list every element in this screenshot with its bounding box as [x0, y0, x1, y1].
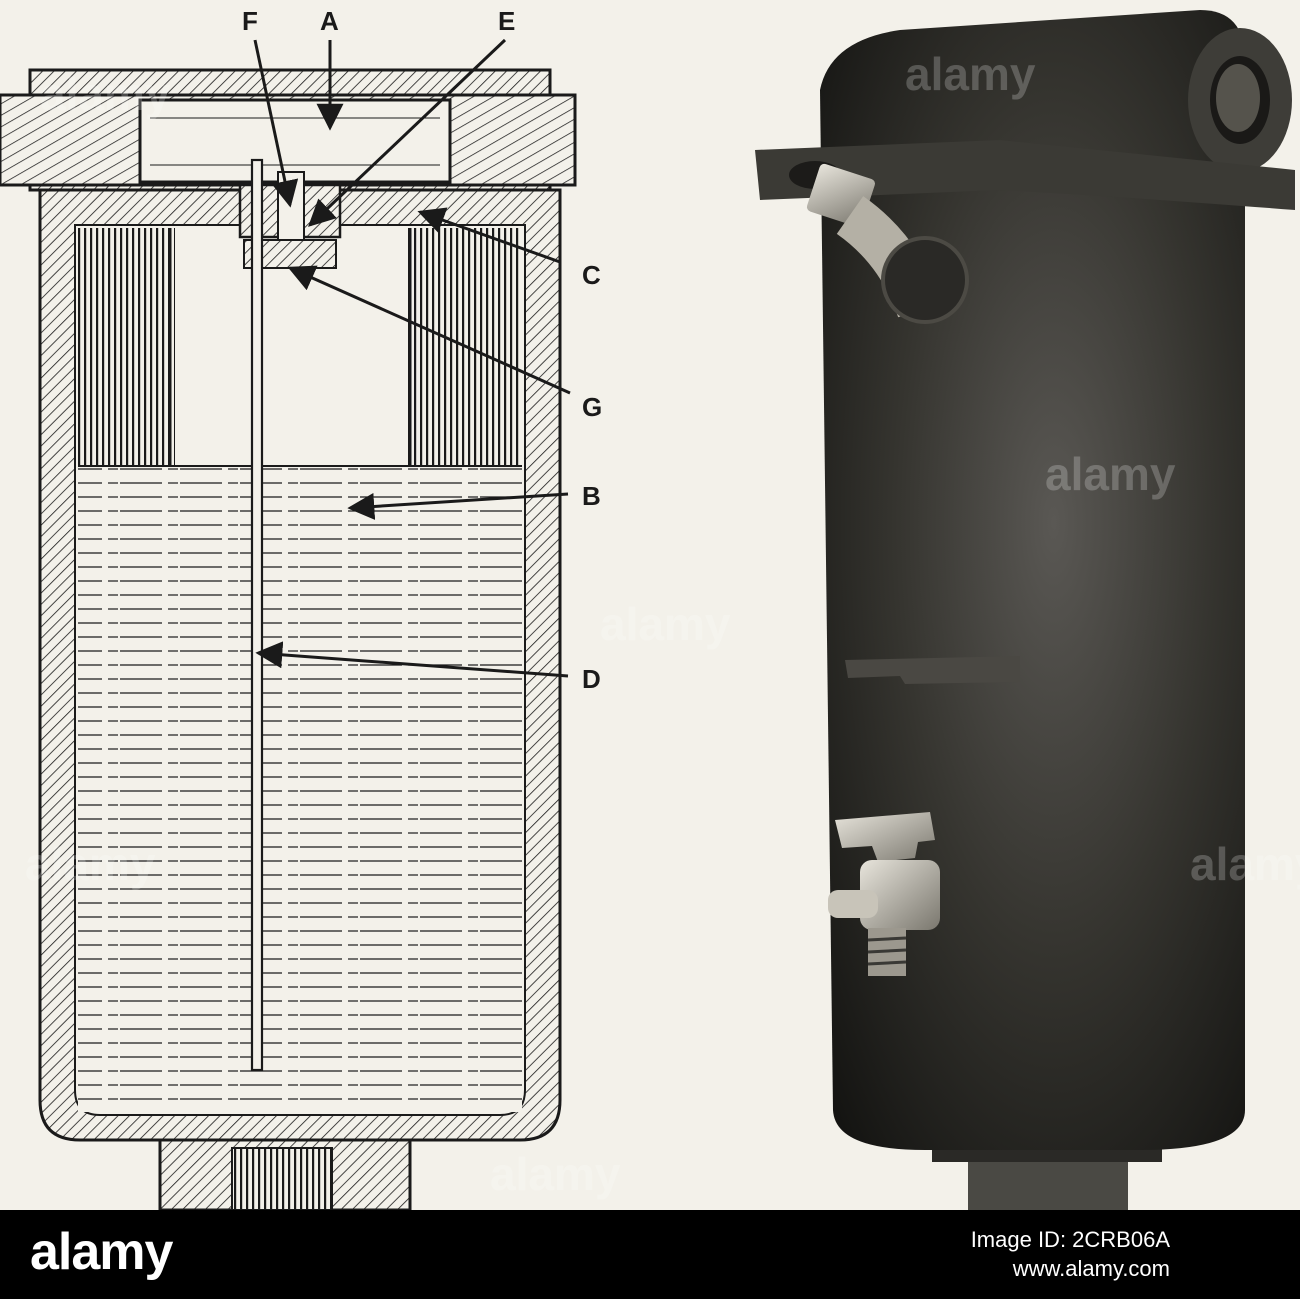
- label-arrows: [253, 38, 571, 678]
- label-a: A: [320, 6, 339, 36]
- stock-footer: alamy Image ID: 2CRB06A www.alamy.com: [0, 1210, 1300, 1299]
- cutaway-diagram: [0, 68, 577, 1210]
- svg-text:alamy: alamy: [600, 598, 731, 650]
- watermark: alamy alamy alamy alamy alamy alamy alam…: [25, 48, 1300, 1200]
- liquid: [78, 466, 522, 1112]
- site-url: www.alamy.com: [1012, 1256, 1170, 1281]
- svg-text:alamy: alamy: [1190, 838, 1300, 890]
- label-g: G: [582, 392, 602, 422]
- pipe-bore: [138, 98, 452, 184]
- product-photo: [755, 10, 1295, 1210]
- svg-text:alamy: alamy: [40, 68, 171, 120]
- rod: [250, 158, 264, 1072]
- diagram-labels: F A E C G B D: [242, 6, 602, 694]
- svg-text:alamy: alamy: [490, 1148, 621, 1200]
- illustration: F A E C G B D: [0, 6, 1300, 1210]
- image-id: Image ID: 2CRB06A: [970, 1227, 1170, 1252]
- label-c: C: [582, 260, 601, 290]
- drain-tap: [828, 812, 940, 976]
- mounting-flange: [755, 140, 1295, 210]
- label-e: E: [498, 6, 515, 36]
- sight-bracket: [845, 656, 1020, 684]
- alamy-logo: alamy: [30, 1223, 173, 1281]
- label-d: D: [582, 664, 601, 694]
- svg-text:alamy: alamy: [905, 48, 1036, 100]
- svg-text:alamy: alamy: [1045, 448, 1176, 500]
- label-b: B: [582, 481, 601, 511]
- label-f: F: [242, 6, 258, 36]
- svg-text:alamy: alamy: [25, 838, 156, 890]
